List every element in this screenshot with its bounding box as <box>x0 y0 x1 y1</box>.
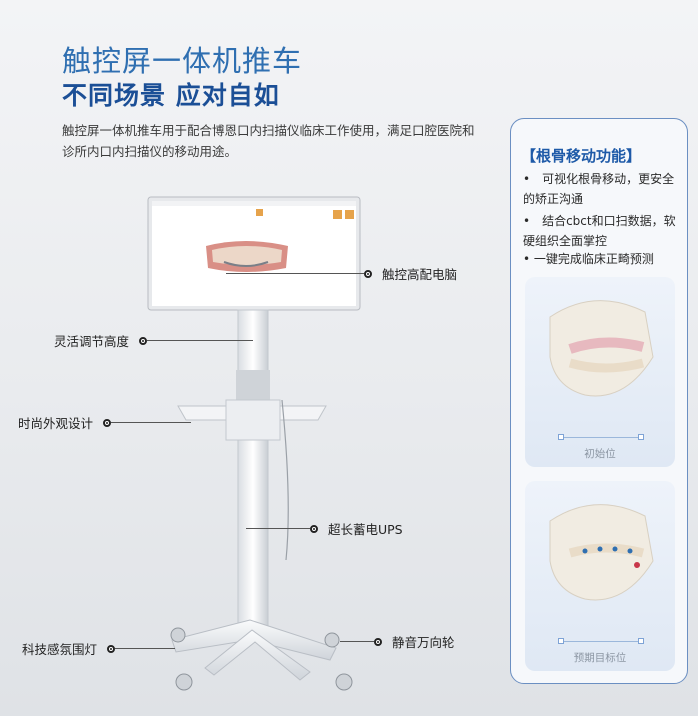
tile-caption: 初始位 <box>584 448 616 460</box>
callout-wheels: 静音万向轮 <box>340 632 455 651</box>
callout-label: 科技感氛围灯 <box>22 642 98 657</box>
callout-dot-icon <box>103 418 112 427</box>
jaw-model-icon <box>549 504 654 601</box>
callout-label: 触控高配电脑 <box>382 267 458 282</box>
feature-item: • 结合cbct和口扫数据，软硬组织全面掌控 <box>523 214 676 248</box>
callout-label: 时尚外观设计 <box>18 416 94 431</box>
feature-panel: 【根骨移动功能】 • 可视化根骨移动，更安全的矫正沟通 • 结合cbct和口扫数… <box>510 118 688 684</box>
callout-ups: 超长蓄电UPS <box>246 519 403 538</box>
page-title: 触控屏一体机推车 <box>62 44 303 78</box>
feature-item: • 一键完成临床正畸预测 <box>523 252 654 266</box>
tile-caption: 预期目标位 <box>573 652 627 664</box>
callout-dot-icon <box>139 336 148 345</box>
jaw-tile-initial: 初始位 <box>525 277 675 467</box>
callout-light: 科技感氛围灯 <box>22 639 176 658</box>
callout-label: 超长蓄电UPS <box>328 522 403 537</box>
callout-dot-icon <box>364 269 372 278</box>
jaw-tile-target: 预期目标位 <box>525 481 675 671</box>
callout-touch-pc: 触控高配电脑 <box>226 264 457 283</box>
panel-title: 【根骨移动功能】 <box>521 147 642 165</box>
callout-design: 时尚外观设计 <box>18 413 192 432</box>
jaw-model-icon <box>549 300 654 397</box>
monitor <box>147 196 361 311</box>
callout-label: 灵活调节高度 <box>54 334 130 349</box>
callout-dot-icon <box>310 524 318 533</box>
feature-item: • 可视化根骨移动，更安全的矫正沟通 <box>523 172 675 206</box>
page-description: 触控屏一体机推车用于配合博恩口内扫描仪临床工作使用，满足口腔医院和诊所内口内扫描… <box>62 123 475 159</box>
callout-dot-icon <box>107 644 116 653</box>
page-subtitle: 不同场景 应对自如 <box>62 81 280 110</box>
callout-label: 静音万向轮 <box>392 635 455 650</box>
callout-height: 灵活调节高度 <box>54 331 254 350</box>
callout-dot-icon <box>374 637 382 646</box>
